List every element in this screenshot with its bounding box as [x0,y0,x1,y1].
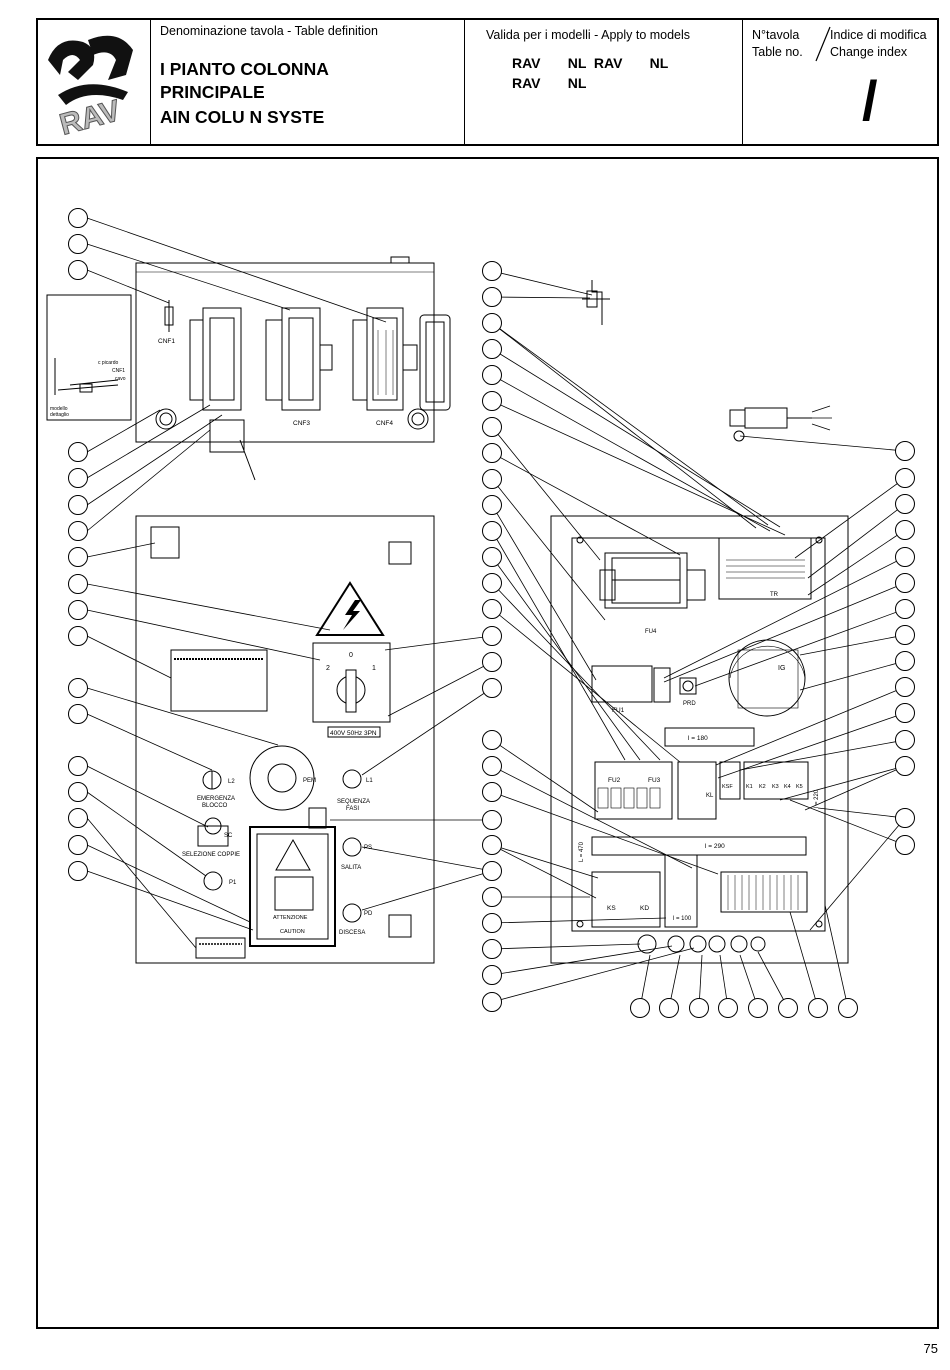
svg-text:IG: IG [778,665,785,672]
svg-text:L1: L1 [366,778,373,784]
svg-text:L2: L2 [228,779,235,785]
svg-text:cavo: cavo [115,376,126,382]
change-index-value: / [862,69,878,132]
svg-text:CAUTION: CAUTION [280,929,305,935]
svg-text:1: 1 [372,665,376,672]
svg-text:K5: K5 [796,784,803,790]
svg-text:FASI: FASI [346,806,359,812]
title-line-1: I PIANTO COLONNA [160,59,329,79]
svg-text:c picardo: c picardo [98,360,119,366]
svg-text:0: 0 [349,652,353,659]
svg-text:FU3: FU3 [648,777,661,784]
svg-text:P1: P1 [229,880,237,886]
svg-text:ATTENZIONE: ATTENZIONE [273,915,308,921]
svg-text:FU2: FU2 [608,777,621,784]
svg-text:FU1: FU1 [612,707,625,714]
table-no-label-it: N°tavola [752,28,800,42]
connector-plate: CNF1 CNF3 CNF4 [135,256,451,481]
svg-text:modello: modello [50,406,68,412]
cnf4-label: CNF4 [376,420,393,427]
svg-text:FU4: FU4 [645,629,657,635]
electrical-cabinet: FU4 TR IG FU1 PRD l = 180 FU2 FU3 [550,515,849,964]
title-block: RAV Denominazione tavola - Table definit… [36,18,939,146]
table-no-label-en: Table no. [752,45,803,59]
svg-text:dettaglio: dettaglio [50,412,69,418]
front-panel: 0 1 2 400V 50Hz 3PN PEM L2 EMERGENZA BLO… [135,515,435,964]
svg-text:K4: K4 [784,784,791,790]
svg-text:l = 100: l = 100 [673,916,692,922]
models-line-2: RAV NL [512,75,587,91]
svg-text:K1: K1 [746,784,753,790]
svg-text:SALITA: SALITA [341,865,361,871]
svg-text:L = 470: L = 470 [579,841,585,862]
svg-text:SC: SC [224,833,233,839]
cnf3-label: CNF3 [293,420,310,427]
change-index-label-it: Indice di modifica [830,28,927,42]
leader-lines [86,217,906,1009]
page-number: 75 [923,1341,938,1356]
svg-text:PD: PD [364,911,373,917]
svg-text:DISCESA: DISCESA [339,930,365,936]
svg-text:2: 2 [326,665,330,672]
drawing-frame [36,157,939,1329]
title-line-3: AIN COLU N SYSTE [160,107,325,127]
svg-text:KD: KD [640,905,649,912]
svg-text:l = 290: l = 290 [705,843,725,850]
models-cell: Valida per i modelli - Apply to models R… [464,20,743,144]
models-label: Valida per i modelli - Apply to models [486,28,691,42]
svg-text:SEQUENZA: SEQUENZA [337,799,370,805]
svg-text:K3: K3 [772,784,779,790]
title-line-2: PRINCIPALE [160,82,265,102]
rail-detail [582,280,610,325]
svg-text:KL: KL [706,793,714,799]
svg-text:BLOCCO: BLOCCO [202,803,228,809]
svg-text:SELEZIONE COPPIE: SELEZIONE COPPIE [182,852,240,858]
svg-text:CNF1: CNF1 [112,368,125,374]
logo-cell: RAV [38,20,151,144]
svg-text:PRD: PRD [683,701,696,707]
rav-logo: RAV [48,35,133,142]
svg-text:KS: KS [607,905,616,912]
inset-detail: c picardo CNF1 cavo modello dettaglio [46,294,132,421]
svg-text:l = 180: l = 180 [688,735,708,742]
svg-text:KSF: KSF [722,784,733,790]
index-cell: N°tavola Table no. Indice di modifica Ch… [742,20,937,144]
svg-text:400V 50Hz 3PN: 400V 50Hz 3PN [330,730,377,737]
sensor-detail [729,405,832,442]
change-index-label-en: Change index [830,45,908,59]
table-definition-cell: Denominazione tavola - Table definition … [150,20,465,144]
slash-divider [815,26,831,62]
cnf1-label: CNF1 [158,338,175,345]
svg-text:TR: TR [770,592,779,598]
svg-text:K2: K2 [759,784,766,790]
table-definition-label: Denominazione tavola - Table definition [160,24,378,38]
models-line-1: RAV NL RAV NL [512,55,669,71]
svg-text:l = 220: l = 220 [814,789,820,808]
svg-text:PEM: PEM [303,778,316,784]
svg-text:EMERGENZA: EMERGENZA [197,796,235,802]
